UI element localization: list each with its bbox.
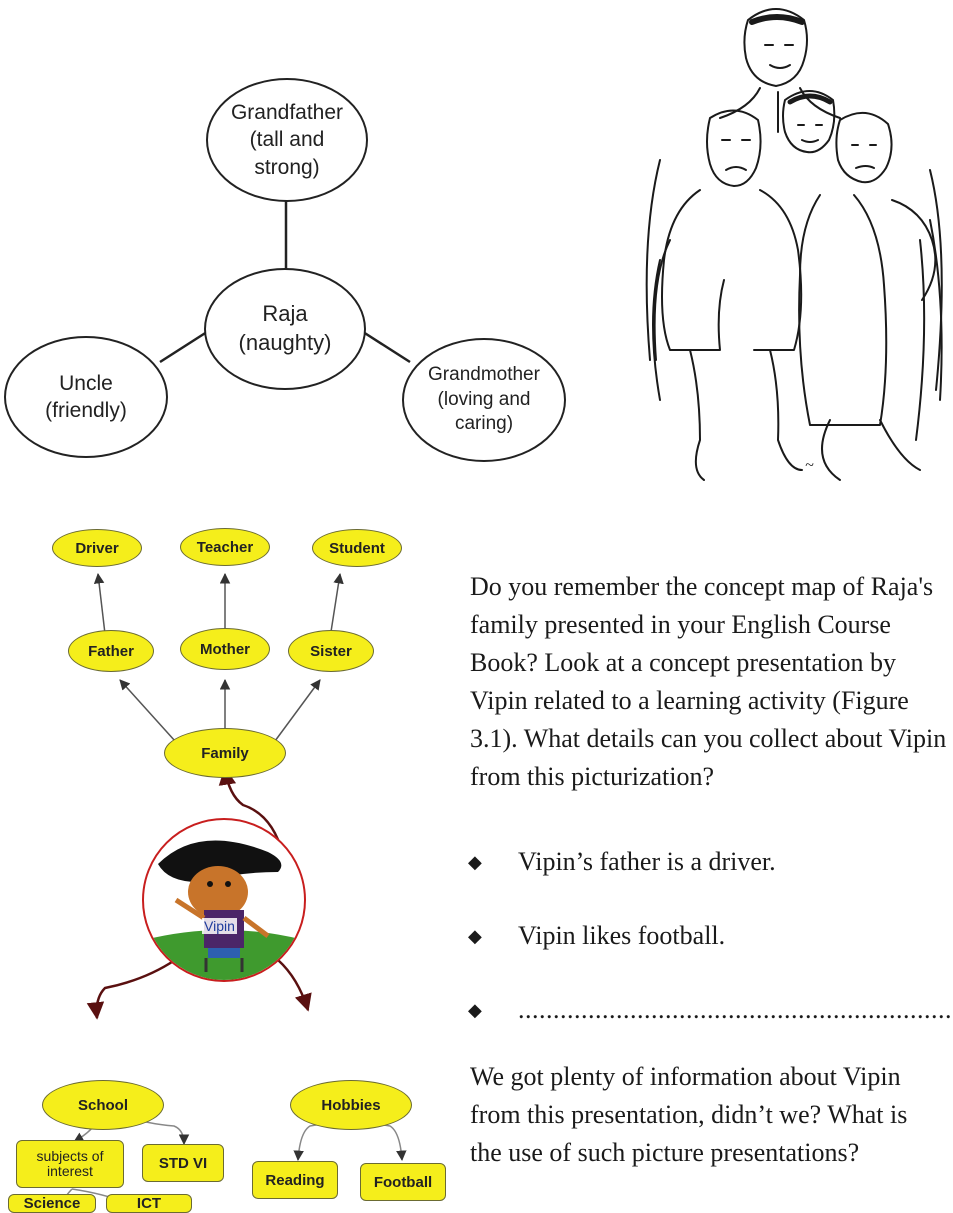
- node-family-label: Family: [201, 744, 249, 762]
- node-uncle-label: Uncle (friendly): [45, 371, 127, 422]
- node-raja: Raja (naughty): [204, 268, 366, 390]
- diamond-bullet-icon: ◆: [468, 925, 482, 946]
- diamond-bullet-icon: ◆: [468, 999, 482, 1020]
- para1-line: Vipin related to a learning activity (Fi…: [470, 686, 909, 715]
- vipin-drawing: [144, 840, 304, 980]
- node-sister: Sister: [288, 630, 374, 672]
- bullet-item: ◆ Vipin likes football.: [468, 921, 725, 951]
- para2-line: the use of such picture presentations?: [470, 1138, 860, 1167]
- node-father: Father: [68, 630, 154, 672]
- node-sister-label: Sister: [310, 642, 352, 660]
- paragraph-1: Do you remember the concept map of Raja'…: [470, 568, 946, 796]
- node-ict: ICT: [106, 1194, 192, 1213]
- node-football: Football: [360, 1163, 446, 1201]
- para2-line: from this presentation, didn’t we? What …: [470, 1100, 908, 1129]
- node-family: Family: [164, 728, 286, 778]
- bullet-text: ........................................…: [518, 995, 953, 1024]
- node-mother-label: Mother: [200, 640, 250, 658]
- node-student: Student: [312, 529, 402, 567]
- node-driver-label: Driver: [75, 539, 119, 557]
- node-std-label: STD VI: [158, 1154, 208, 1172]
- para1-line: from this picturization?: [470, 762, 715, 791]
- node-mother: Mother: [180, 628, 270, 670]
- node-student-label: Student: [329, 539, 385, 557]
- vipin-avatar: Vipin: [142, 818, 306, 982]
- node-teacher: Teacher: [180, 528, 270, 566]
- node-hobbies: Hobbies: [290, 1080, 412, 1130]
- diamond-bullet-icon: ◆: [468, 851, 482, 872]
- node-driver: Driver: [52, 529, 142, 567]
- node-grandfather-label: Grandfather (tall and strong): [230, 101, 344, 179]
- bullet-text: Vipin’s father is a driver.: [518, 847, 776, 876]
- bullet-item: ◆ Vipin’s father is a driver.: [468, 847, 776, 877]
- svg-text:~: ~: [805, 457, 814, 474]
- node-subjects-label: subjects of interest: [36, 1147, 104, 1179]
- node-father-label: Father: [88, 642, 134, 660]
- bullet-text: Vipin likes football.: [518, 921, 726, 950]
- bullet-item: ◆ ......................................…: [468, 995, 953, 1025]
- vipin-label: Vipin: [202, 918, 237, 934]
- node-science-label: Science: [23, 1195, 81, 1212]
- node-std-vi: STD VI: [142, 1144, 224, 1182]
- node-teacher-label: Teacher: [196, 538, 254, 556]
- node-hobbies-label: Hobbies: [321, 1096, 381, 1114]
- node-science: Science: [8, 1194, 96, 1213]
- node-subjects-of-interest: subjects of interest: [16, 1140, 124, 1188]
- node-reading: Reading: [252, 1161, 338, 1199]
- concept-map-1-lines: [159, 200, 411, 364]
- para1-line: Book? Look at a concept presentation by: [470, 648, 896, 677]
- node-reading-label: Reading: [265, 1171, 325, 1189]
- family-sketch-illustration: ~: [645, 8, 943, 481]
- node-ict-label: ICT: [136, 1195, 162, 1212]
- paragraph-2: We got plenty of information about Vipin…: [470, 1058, 907, 1172]
- node-grandfather: Grandfather (tall and strong): [206, 78, 368, 202]
- node-school-label: School: [77, 1096, 128, 1114]
- node-football-label: Football: [373, 1173, 433, 1191]
- para1-line: 3.1). What details can you collect about…: [470, 724, 947, 753]
- node-uncle: Uncle (friendly): [4, 336, 168, 458]
- para2-line: We got plenty of information about Vipin: [470, 1062, 901, 1091]
- node-grandmother-label: Grandmother (loving and caring): [428, 363, 540, 435]
- node-grandmother: Grandmother (loving and caring): [402, 338, 566, 462]
- node-raja-label: Raja (naughty): [238, 301, 332, 355]
- node-school: School: [42, 1080, 164, 1130]
- para1-line: family presented in your English Course: [470, 610, 891, 639]
- para1-line: Do you remember the concept map of Raja'…: [470, 572, 934, 601]
